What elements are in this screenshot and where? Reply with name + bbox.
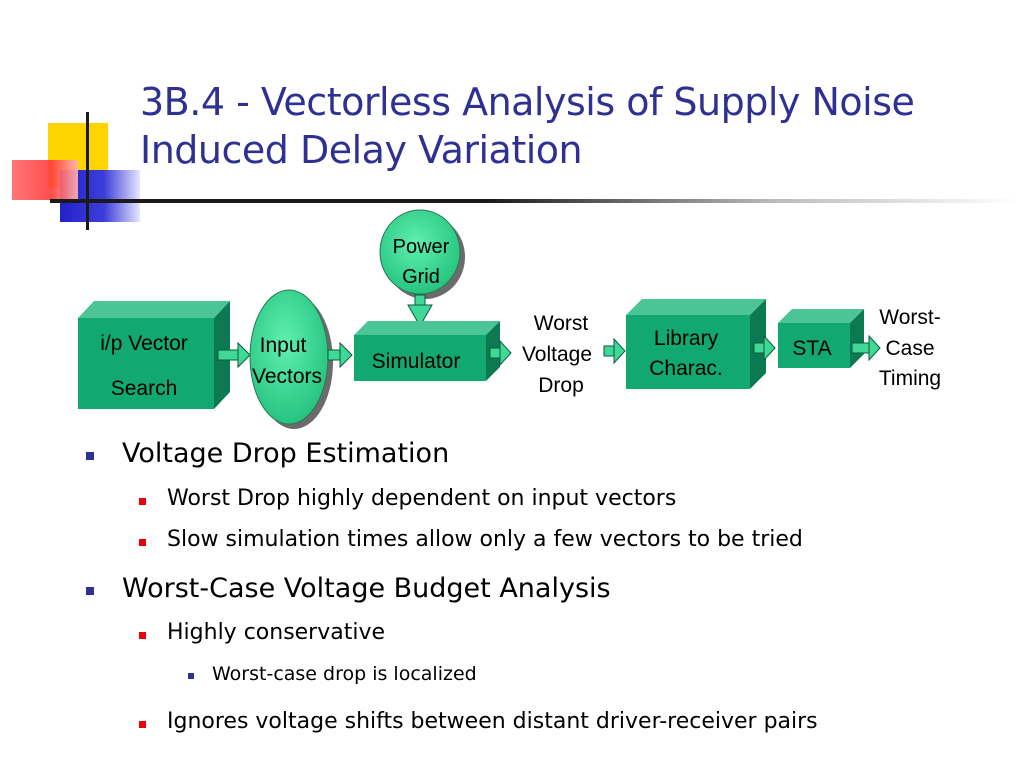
sta-box: STA	[778, 309, 864, 368]
power-grid-ellipse: Power Grid	[379, 209, 465, 299]
bullet-marker	[139, 539, 146, 546]
worst-case-timing-label: Worst- Case Timing	[879, 306, 941, 390]
bullet-text: Voltage Drop Estimation	[122, 438, 450, 469]
bullet-marker	[188, 673, 194, 679]
drop-label: Drop	[538, 374, 584, 397]
library-charac-box: Library Charac.	[626, 299, 766, 389]
arrow-power-to-simulator	[407, 294, 433, 328]
bullet-marker	[86, 587, 94, 595]
bullet-highly-conservative: Highly conservative	[139, 620, 386, 645]
grid-label: Grid	[402, 266, 440, 288]
title-line-1: 3B.4 - Vectorless Analysis of Supply Noi…	[140, 80, 915, 124]
timing-label: Timing	[879, 367, 941, 390]
decorative-red-square	[12, 160, 78, 200]
ip-vector-search-box: i/p Vector Search	[78, 301, 230, 409]
bullet-text: Highly conservative	[167, 620, 386, 645]
bullet-marker	[86, 452, 94, 460]
bullet-text: Worst-Case Voltage Budget Analysis	[122, 573, 611, 604]
bullet-marker	[139, 721, 146, 728]
bullet-worst-drop: Worst Drop highly dependent on input vec…	[139, 486, 677, 511]
simulator-label: Simulator	[372, 350, 461, 373]
worst-label: Worst	[534, 312, 589, 335]
sta-label: STA	[792, 337, 831, 360]
power-label: Power	[393, 236, 450, 258]
slide-title: 3B.4 - Vectorless Analysis of Supply Noi…	[140, 78, 1000, 174]
title-underline	[50, 199, 1020, 203]
input-vectors-ellipse: Input Vectors	[249, 289, 333, 429]
arrow-library-to-sta	[753, 334, 776, 362]
vectors-label: Vectors	[252, 365, 322, 388]
charac-label: Charac.	[649, 357, 723, 380]
bullet-text: Ignores voltage shifts between distant d…	[167, 709, 818, 734]
bullet-marker	[139, 632, 146, 639]
voltage-label: Voltage	[522, 343, 592, 366]
input-label: Input	[260, 334, 307, 357]
bullet-text: Slow simulation times allow only a few v…	[167, 527, 803, 552]
bullet-ignores-voltage-shifts: Ignores voltage shifts between distant d…	[139, 709, 818, 734]
bullet-worst-case-budget: Worst-Case Voltage Budget Analysis	[86, 573, 611, 604]
decorative-vertical-line	[86, 112, 89, 230]
bullet-text: Worst Drop highly dependent on input vec…	[167, 486, 677, 511]
flow-diagram: i/p Vector Search Input Vectors Power Gr…	[78, 209, 941, 429]
arrow-simulator-to-drop	[489, 339, 512, 367]
case-label: Case	[885, 337, 934, 360]
bullet-marker	[139, 498, 146, 505]
arrow-input-to-simulator	[327, 341, 353, 369]
library-label: Library	[654, 327, 719, 350]
search-label: Search	[111, 377, 178, 400]
worst-voltage-drop-label: Worst Voltage Drop	[522, 312, 592, 397]
ip-vector-label: i/p Vector	[100, 332, 188, 355]
title-line-2: Induced Delay Variation	[140, 128, 583, 172]
bullet-drop-localized: Worst-case drop is localized	[188, 663, 477, 685]
arrow-sta-to-timing	[851, 334, 881, 362]
simulator-box: Simulator	[354, 321, 500, 381]
arrow-search-to-input	[217, 341, 251, 369]
arrow-drop-to-library	[603, 337, 626, 365]
bullet-slow-simulation: Slow simulation times allow only a few v…	[139, 527, 803, 552]
worst-dash-label: Worst-	[879, 306, 940, 329]
bullet-voltage-drop-estimation: Voltage Drop Estimation	[86, 438, 450, 469]
bullet-text: Worst-case drop is localized	[212, 663, 477, 685]
